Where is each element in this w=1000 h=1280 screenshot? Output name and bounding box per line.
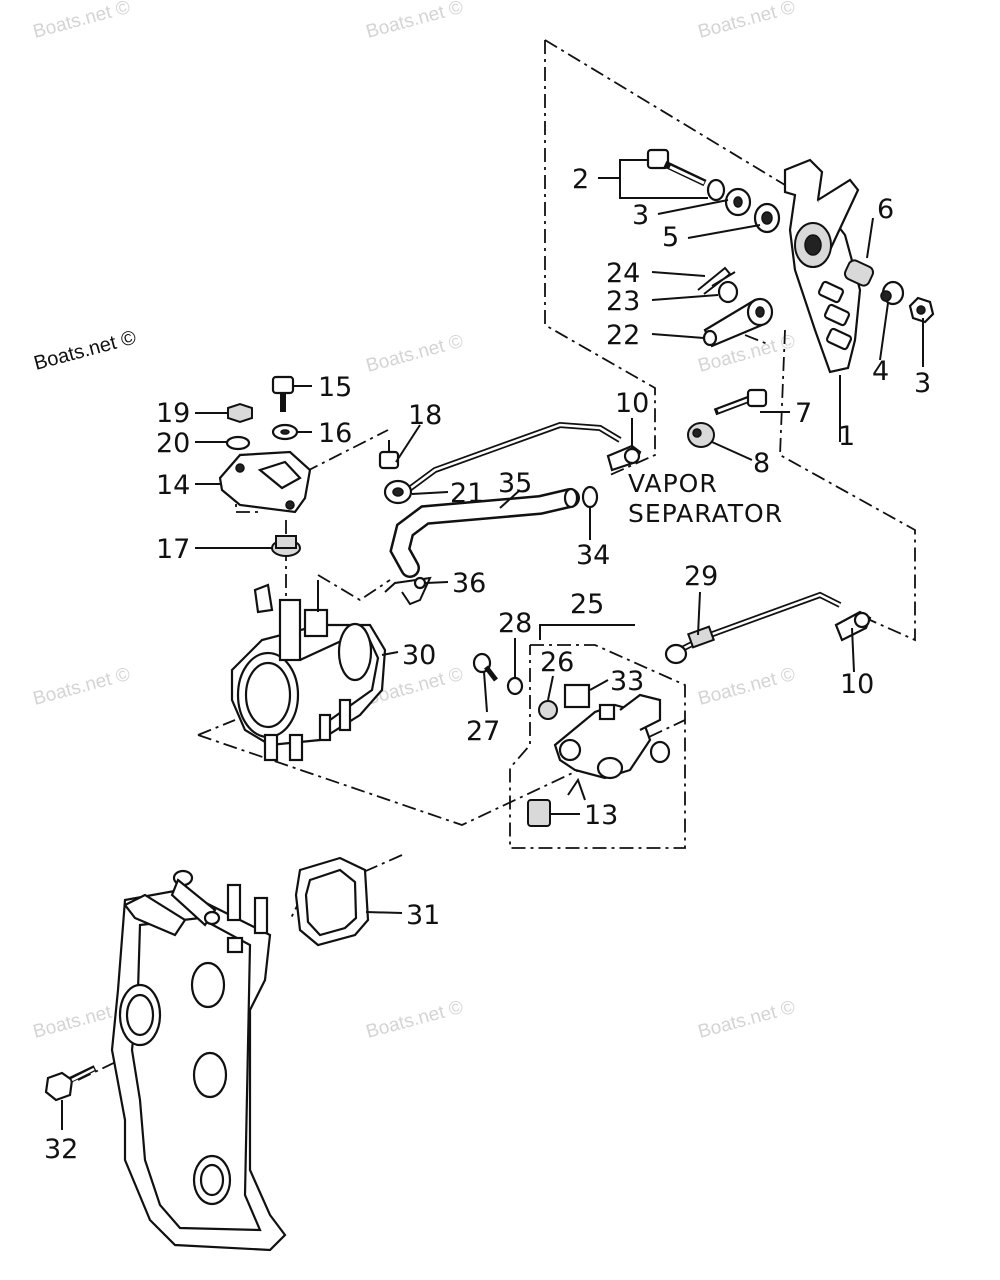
- part-number: 5: [662, 222, 679, 253]
- part-number: 29: [684, 561, 718, 592]
- hose-clamp-icon: [384, 576, 432, 606]
- part-number: 27: [466, 716, 500, 747]
- part-number: 7: [795, 398, 812, 429]
- watermark: Boats.net ©: [696, 997, 798, 1043]
- part-number: 31: [406, 900, 440, 931]
- part-number: 30: [402, 640, 436, 671]
- part-number: 25: [570, 589, 604, 620]
- throttle-rod-lower: [664, 591, 872, 665]
- bolt-and-collar: [687, 388, 768, 448]
- part-number: 3: [632, 200, 649, 231]
- part-numbers: 1 2 3 3 4 5 6 7 8 10 10 13 14 15 16 17 1…: [44, 164, 931, 1165]
- link-rod-end: [697, 266, 774, 348]
- linkage-assembly: [527, 683, 671, 827]
- part-number: 3: [914, 368, 931, 399]
- part-number: 22: [606, 320, 640, 351]
- part-number: 34: [576, 540, 610, 571]
- part-number: 24: [606, 258, 640, 289]
- watermark: Boats.net ©: [31, 664, 133, 710]
- part-number: 6: [877, 194, 894, 225]
- vapor-label-line1: VAPOR: [628, 469, 718, 498]
- watermark: Boats.net ©: [364, 0, 466, 43]
- washer-icon: [717, 280, 739, 304]
- throttle-lever: [783, 158, 862, 374]
- lever-hardware-right: [843, 259, 935, 324]
- gasket: [294, 856, 370, 947]
- washer-icon: [506, 676, 524, 696]
- throttle-rod-upper: [378, 421, 642, 505]
- clip-icon: [697, 266, 736, 295]
- part-number: 17: [156, 534, 190, 565]
- part-number: 32: [44, 1134, 78, 1165]
- part-number: 1: [838, 421, 855, 452]
- nut-icon: [378, 450, 400, 470]
- part-number: 20: [156, 428, 190, 459]
- hose-clips: [384, 485, 599, 606]
- vapor-separator-label: VAPOR SEPARATOR: [628, 469, 783, 528]
- watermark: Boats.net ©: [31, 0, 133, 43]
- part-number: 4: [872, 356, 889, 387]
- watermark: Boats.net ©: [364, 997, 466, 1043]
- roller-icon: [538, 700, 558, 720]
- pad-icon: [563, 683, 591, 709]
- part-number: 36: [452, 568, 486, 599]
- bracket-hardware: [225, 375, 299, 451]
- screw-and-washer: [472, 652, 524, 696]
- leader-lines: [61, 159, 924, 1130]
- bolt-assembly-top: [646, 148, 781, 234]
- part-number: 28: [498, 608, 532, 639]
- part-number: 18: [408, 400, 442, 431]
- intake-manifold: [110, 869, 287, 1252]
- throttle-body: [230, 580, 387, 762]
- part-number: 14: [156, 470, 190, 501]
- bracket-plate: [218, 450, 312, 557]
- part-number: 21: [450, 478, 484, 509]
- part-number: 33: [610, 666, 644, 697]
- copyright-notice: Boats.net ©: [32, 326, 139, 374]
- part-number: 16: [318, 418, 352, 449]
- hex-nut-icon: [227, 402, 253, 424]
- watermark: Boats.net ©: [364, 331, 466, 377]
- part-number: 2: [572, 164, 589, 195]
- part-number: 10: [615, 388, 649, 419]
- part-number: 13: [584, 800, 618, 831]
- bolt-icon: [44, 1071, 74, 1102]
- part-number: 35: [498, 468, 532, 499]
- part-number: 8: [753, 448, 770, 479]
- hose-clip-icon: [581, 485, 599, 509]
- part-number: 15: [318, 372, 352, 403]
- bushing-icon: [843, 259, 875, 287]
- part-number: 19: [156, 398, 190, 429]
- part-number: 10: [840, 669, 874, 700]
- bolt-icon: [271, 375, 295, 395]
- watermark: Boats.net ©: [696, 0, 798, 43]
- vapor-label-line2: SEPARATOR: [628, 499, 783, 528]
- watermark: Boats.net ©: [696, 664, 798, 710]
- nut-icon: [706, 178, 726, 202]
- vapor-hose: [389, 487, 580, 578]
- manifold-bolt: [44, 1065, 97, 1102]
- part-number: 23: [606, 286, 640, 317]
- part-number: 26: [540, 647, 574, 678]
- bolt-icon: [746, 388, 768, 408]
- washer-icon: [225, 435, 251, 451]
- block-icon: [527, 799, 551, 827]
